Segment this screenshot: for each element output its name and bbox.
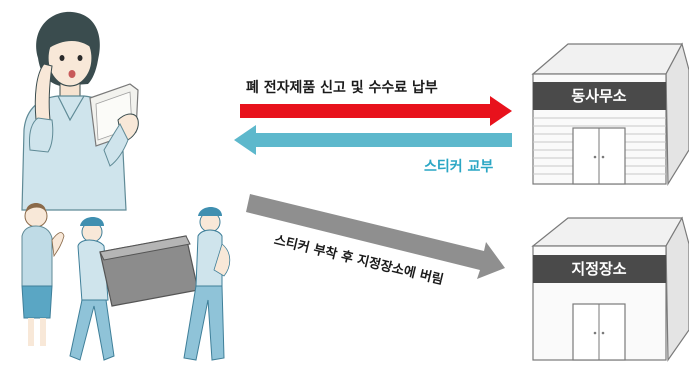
community-office-sign: 동사무소 [571,87,627,105]
sticker-issue-label: 스티커 교부 [424,159,494,175]
report-arrow [240,96,512,126]
woman-standing-illustration [21,203,65,346]
community-office-building [531,42,689,187]
sticker-arrow [234,125,512,155]
movers-carrying-appliance-illustration [69,207,231,361]
designated-site-building [531,216,689,362]
report-and-fee-label: 폐 전자제품 신고 및 수수료 납부 [246,80,438,96]
woman-reading-illustration [21,11,139,211]
dispose-arrow [246,194,505,279]
designated-site-sign: 지정장소 [571,260,627,278]
